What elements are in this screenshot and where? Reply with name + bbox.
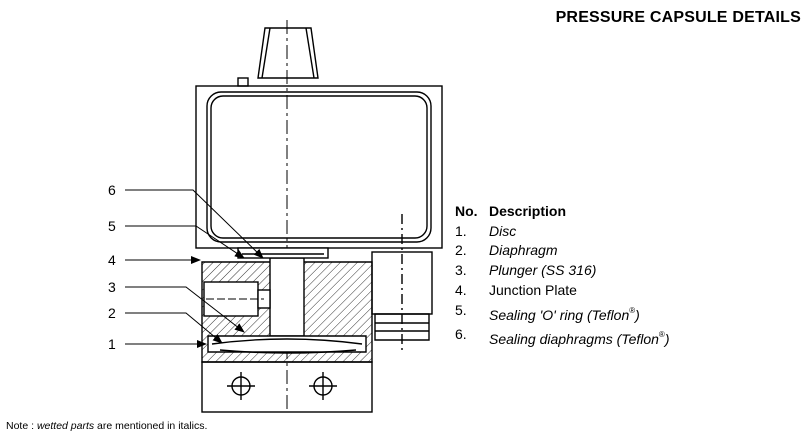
legend-item: 3. Plunger (SS 316) (455, 261, 670, 281)
legend-item-suffix: ®) (658, 330, 670, 348)
hatched-body (201, 247, 373, 363)
legend-item: 2. Diaphragm (455, 241, 670, 261)
callout-1: 1 (108, 336, 116, 352)
note-prefix: Note : (6, 420, 37, 432)
legend-item-number: 6. (455, 326, 467, 343)
legend-header-description: Description (489, 203, 567, 219)
callout-3: 3 (108, 279, 116, 295)
legend-item-description: Junction Plate (489, 281, 577, 298)
callout-6: 6 (108, 182, 116, 198)
legend-item: 1. Disc (455, 222, 670, 242)
legend-item-number: 5. (455, 301, 467, 318)
note-suffix: are mentioned in italics. (94, 420, 208, 432)
leader-lines (125, 189, 264, 348)
housing (195, 85, 443, 352)
note-italic: wetted parts (36, 420, 95, 432)
legend-item-description: Diaphragm (489, 242, 558, 259)
legend-item-description: Disc (489, 222, 517, 239)
junction-plate (201, 361, 373, 413)
diagram-title: PRESSURE CAPSULE DETAILS (555, 9, 801, 26)
legend-item: 4. Junction Plate (455, 281, 670, 301)
footnote: Note : wetted parts are mentioned in ita… (6, 420, 207, 432)
callout-4: 4 (108, 252, 116, 268)
legend-item-number: 2. (455, 242, 467, 259)
legend-item-number: 1. (455, 222, 467, 239)
legend-item-suffix: ®) (629, 305, 640, 323)
callout-2: 2 (108, 305, 116, 321)
legend-item: 6. Sealing diaphragms (Teflon®) (455, 325, 670, 350)
legend-item-description: Sealing 'O' ring (Teflon (489, 306, 630, 323)
legend-item-description: Plunger (SS 316) (489, 262, 597, 279)
legend-item: 5. Sealing 'O' ring (Teflon®) (455, 301, 670, 326)
legend-header-no: No. (455, 203, 478, 219)
parts-legend: No. Description 1. Disc 2. Diaphragm 3. … (455, 202, 670, 350)
legend-item-number: 4. (455, 281, 467, 298)
callout-5: 5 (108, 218, 116, 234)
side-connector (371, 251, 433, 341)
legend-item-text: Sealing diaphragms (Teflon®) (489, 325, 670, 350)
legend-header: No. Description (455, 202, 670, 222)
top-nozzle (237, 27, 319, 87)
legend-item-description: Sealing diaphragms (Teflon (489, 331, 659, 348)
legend-item-text: Sealing 'O' ring (Teflon®) (489, 301, 640, 326)
legend-item-number: 3. (455, 262, 467, 279)
